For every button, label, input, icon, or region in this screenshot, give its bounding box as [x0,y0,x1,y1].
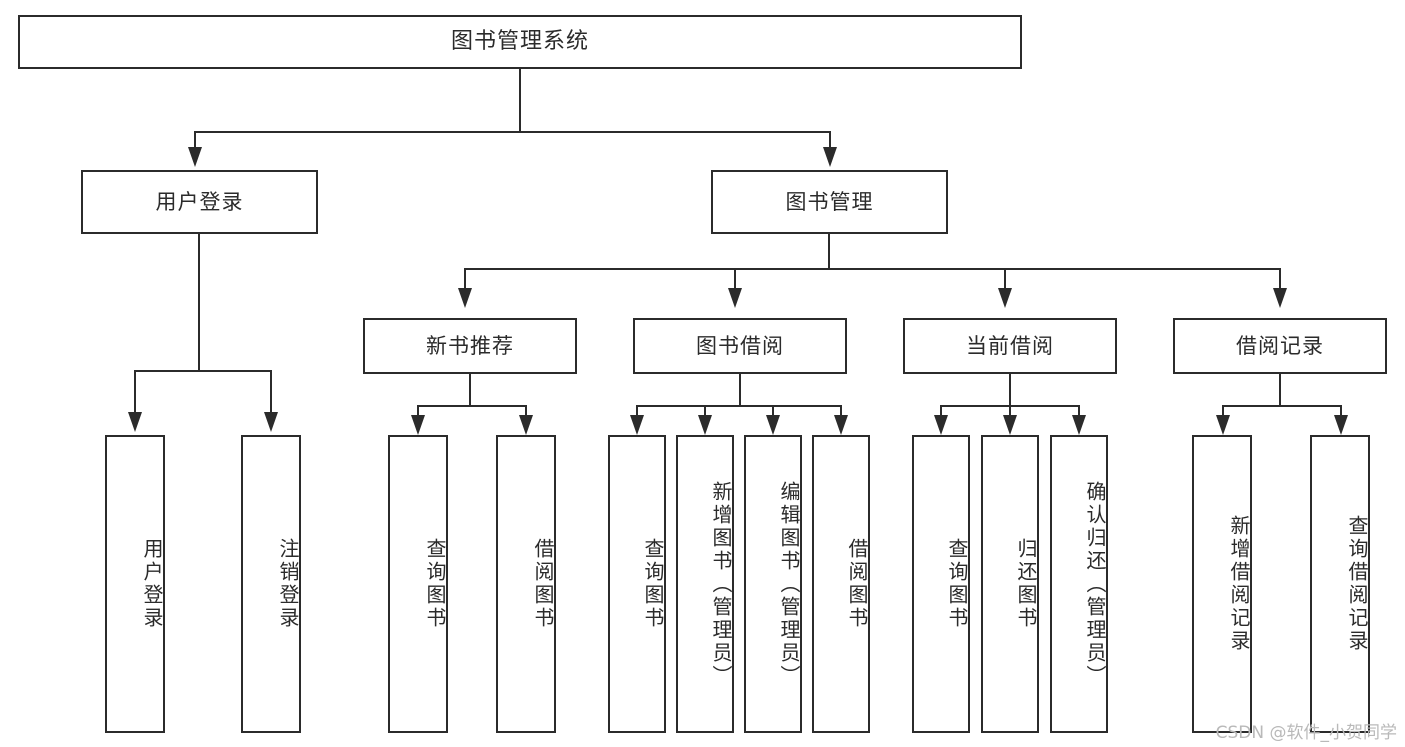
arrowhead-new-book-leaf-2 [519,415,533,435]
node-label: 新增图书（管理员） [709,480,733,688]
connector-new-book-stem [469,374,471,406]
leaf-book-borrow-query[interactable]: 查询图书 [608,435,666,733]
connector-current-borrow-stem [1009,374,1011,406]
connector-root-drop-1 [194,131,196,151]
leaf-book-borrow-borrow[interactable]: 借阅图书 [812,435,870,733]
leaf-new-book-borrow[interactable]: 借阅图书 [496,435,556,733]
node-borrow-record[interactable]: 借阅记录 [1173,318,1387,374]
arrowhead-to-user-login [188,147,202,167]
leaf-book-borrow-edit[interactable]: 编辑图书（管理员） [744,435,802,733]
leaf-current-borrow-confirm-return[interactable]: 确认归还（管理员） [1050,435,1108,733]
arrowhead-current-borrow-leaf-3 [1072,415,1086,435]
node-label: 图书管理 [785,189,874,214]
node-user-login[interactable]: 用户登录 [81,170,318,234]
leaf-book-borrow-add[interactable]: 新增图书（管理员） [676,435,734,733]
node-label: 新增借阅记录 [1227,515,1251,653]
node-label: 借阅图书 [845,538,869,630]
arrowhead-to-book-borrow [728,288,742,308]
connector-borrow-record-drop-2 [1340,405,1342,419]
connector-root-stem [519,69,521,132]
connector-level3-drop-4 [1279,268,1281,292]
node-label: 新书推荐 [426,333,514,358]
connector-level3-drop-1 [464,268,466,292]
leaf-borrow-record-add[interactable]: 新增借阅记录 [1192,435,1252,733]
connector-book-borrow-drop-3 [772,405,774,419]
arrowhead-to-current-borrow [998,288,1012,308]
node-label: 借阅记录 [1236,333,1324,358]
node-label: 查询图书 [641,538,665,630]
leaf-current-borrow-return[interactable]: 归还图书 [981,435,1039,733]
connector-borrow-record-bus [1222,405,1342,407]
connector-new-book-bus [417,405,527,407]
arrowhead-book-borrow-leaf-4 [834,415,848,435]
leaf-new-book-query[interactable]: 查询图书 [388,435,448,733]
connector-root-bus [194,131,831,133]
arrowhead-book-borrow-leaf-3 [766,415,780,435]
arrowhead-new-book-leaf-1 [411,415,425,435]
connector-borrow-record-drop-1 [1222,405,1224,419]
node-label: 查询借阅记录 [1345,515,1369,653]
node-label: 图书借阅 [696,333,784,358]
node-current-borrow[interactable]: 当前借阅 [903,318,1117,374]
connector-current-borrow-drop-2 [1009,405,1011,419]
node-label: 编辑图书（管理员） [777,480,801,688]
connector-book-manage-stem [828,234,830,269]
connector-level3-bus [464,268,1280,270]
connector-level3-drop-2 [734,268,736,292]
connector-user-login-bus [134,370,271,372]
connector-book-borrow-drop-2 [704,405,706,419]
node-label: 查询图书 [423,538,447,630]
connector-current-borrow-drop-3 [1078,405,1080,419]
node-label: 查询图书 [945,538,969,630]
arrowhead-book-borrow-leaf-2 [698,415,712,435]
node-book-borrow[interactable]: 图书借阅 [633,318,847,374]
node-new-book-recommend[interactable]: 新书推荐 [363,318,577,374]
connector-user-login-stem [198,234,200,371]
leaf-borrow-record-query[interactable]: 查询借阅记录 [1310,435,1370,733]
connector-book-borrow-bus [636,405,842,407]
arrowhead-borrow-record-leaf-2 [1334,415,1348,435]
watermark-text: CSDN @软件_小贺同学 [1215,723,1397,743]
node-root-system[interactable]: 图书管理系统 [18,15,1022,69]
connector-current-borrow-drop-1 [940,405,942,419]
node-book-management[interactable]: 图书管理 [711,170,948,234]
connector-book-borrow-drop-4 [840,405,842,419]
arrowhead-current-borrow-leaf-1 [934,415,948,435]
node-label: 当前借阅 [966,333,1054,358]
arrowhead-user-login-leaf-2 [264,412,278,432]
arrowhead-current-borrow-leaf-2 [1003,415,1017,435]
node-label: 归还图书 [1014,538,1038,630]
node-label: 用户登录 [140,538,164,630]
arrowhead-book-borrow-leaf-1 [630,415,644,435]
arrowhead-to-book-manage [823,147,837,167]
arrowhead-borrow-record-leaf-1 [1216,415,1230,435]
leaf-user-login-logout[interactable]: 注销登录 [241,435,301,733]
connector-root-drop-2 [829,131,831,151]
leaf-user-login-login[interactable]: 用户登录 [105,435,165,733]
connector-level3-drop-3 [1004,268,1006,292]
node-label: 借阅图书 [531,538,555,630]
node-label: 用户登录 [155,189,244,214]
arrowhead-user-login-leaf-1 [128,412,142,432]
leaf-current-borrow-query[interactable]: 查询图书 [912,435,970,733]
connector-book-borrow-drop-1 [636,405,638,419]
node-label: 注销登录 [276,538,300,630]
connector-new-book-drop-2 [525,405,527,419]
connector-new-book-drop-1 [417,405,419,419]
connector-book-borrow-stem [739,374,741,406]
arrowhead-to-new-book [458,288,472,308]
connector-user-login-drop-2 [270,370,272,416]
node-label: 确认归还（管理员） [1083,480,1107,688]
arrowhead-to-borrow-record [1273,288,1287,308]
connector-borrow-record-stem [1279,374,1281,406]
node-label: 图书管理系统 [450,29,589,55]
connector-user-login-drop-1 [134,370,136,416]
